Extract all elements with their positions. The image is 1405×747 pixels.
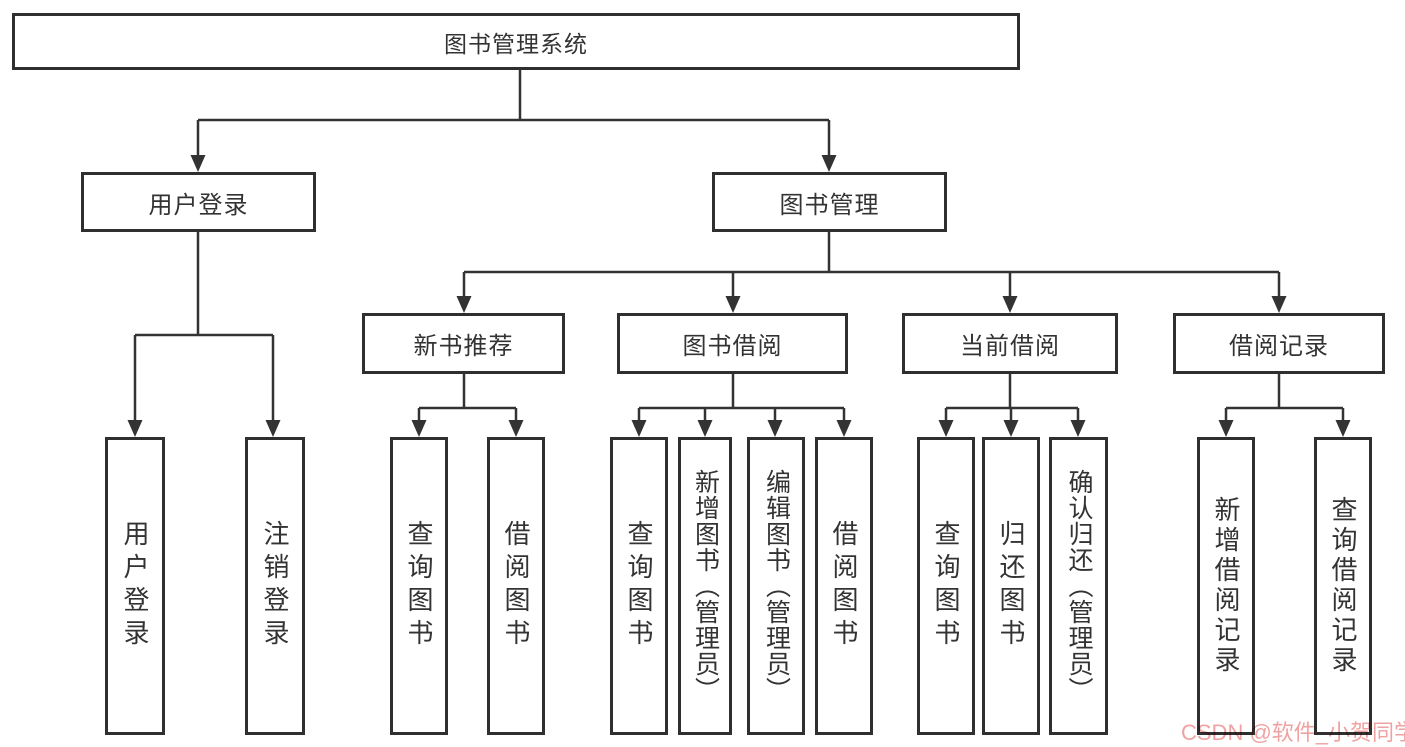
arrowhead-icon <box>1003 420 1019 437</box>
node-root: 图书管理系统 <box>12 13 1020 70</box>
leaf-confirm-return-admin: 确认归还（管理员） <box>1049 437 1108 735</box>
arrowhead-icon <box>1002 296 1018 313</box>
arrowhead-icon <box>938 420 954 437</box>
arrowhead-icon <box>631 420 647 437</box>
leaf-query-books-recommend: 查询图书 <box>390 437 448 735</box>
node-borrow-records: 借阅记录 <box>1173 313 1385 374</box>
leaf-query-books-current-label: 查询图书 <box>931 520 961 652</box>
arrowhead-icon <box>265 420 281 437</box>
arrowhead-icon <box>190 155 206 172</box>
leaf-borrow-book-label: 借阅图书 <box>829 520 859 652</box>
leaf-return-book-label: 归还图书 <box>996 520 1026 652</box>
node-new-book-recommend: 新书推荐 <box>362 313 565 374</box>
node-borrow-records-label: 借阅记录 <box>1229 333 1329 360</box>
arrowhead-icon <box>1271 296 1287 313</box>
arrowhead-icon <box>725 296 741 313</box>
node-user-login-label: 用户登录 <box>148 191 249 219</box>
leaf-query-books-borrow: 查询图书 <box>610 437 668 735</box>
arrowhead-icon <box>127 420 143 437</box>
node-book-borrow: 图书借阅 <box>617 313 848 374</box>
node-current-borrow: 当前借阅 <box>902 313 1118 374</box>
leaf-query-books-current: 查询图书 <box>917 437 975 735</box>
leaf-user-login: 用户登录 <box>105 437 165 735</box>
node-current-borrow-label: 当前借阅 <box>960 333 1060 360</box>
arrowhead-icon <box>767 420 783 437</box>
node-new-book-recommend-label: 新书推荐 <box>413 333 514 360</box>
arrowhead-icon <box>836 420 852 437</box>
csdn-watermark: CSDN @软件_小贺同学 <box>1181 720 1405 745</box>
leaf-logout-label: 注销登录 <box>260 520 290 652</box>
node-book-borrow-label: 图书借阅 <box>682 333 783 360</box>
leaf-add-book-admin: 新增图书（管理员） <box>678 437 732 735</box>
leaf-query-books-recommend-label: 查询图书 <box>404 520 434 652</box>
arrowhead-icon <box>1335 420 1351 437</box>
leaf-edit-book-admin: 编辑图书（管理员） <box>747 437 805 735</box>
leaf-add-borrow-record: 新增借阅记录 <box>1197 437 1255 735</box>
arrowhead-icon <box>821 155 837 172</box>
connector-line-paths <box>133 70 1345 422</box>
leaf-add-book-admin-label: 新增图书（管理员） <box>691 469 720 703</box>
node-book-mgmt-label: 图书管理 <box>779 191 880 219</box>
leaf-add-borrow-record-label: 新增借阅记录 <box>1211 496 1241 676</box>
leaf-confirm-return-admin-label: 确认归还（管理员） <box>1065 469 1093 703</box>
arrowhead-icon <box>1218 420 1234 437</box>
leaf-edit-book-admin-label: 编辑图书（管理员） <box>762 469 791 703</box>
leaf-borrow-books-recommend-label: 借阅图书 <box>501 520 531 652</box>
arrowhead-icon <box>411 420 427 437</box>
arrowhead-icon <box>508 420 524 437</box>
node-root-label: 图书管理系统 <box>444 30 588 57</box>
leaf-return-book: 归还图书 <box>982 437 1040 735</box>
leaf-logout: 注销登录 <box>245 437 305 735</box>
node-user-login: 用户登录 <box>81 172 316 232</box>
leaf-query-books-borrow-label: 查询图书 <box>624 520 654 652</box>
leaf-query-borrow-record: 查询借阅记录 <box>1314 437 1372 735</box>
leaf-borrow-book: 借阅图书 <box>815 437 873 735</box>
node-book-mgmt: 图书管理 <box>712 172 947 232</box>
arrowhead-icon <box>697 420 713 437</box>
arrowhead-icon <box>1070 420 1086 437</box>
leaf-borrow-books-recommend: 借阅图书 <box>487 437 545 735</box>
leaf-user-login-label: 用户登录 <box>120 520 150 652</box>
arrowhead-icon <box>456 296 472 313</box>
leaf-query-borrow-record-label: 查询借阅记录 <box>1328 496 1358 676</box>
arrowheads-group <box>127 155 1351 437</box>
